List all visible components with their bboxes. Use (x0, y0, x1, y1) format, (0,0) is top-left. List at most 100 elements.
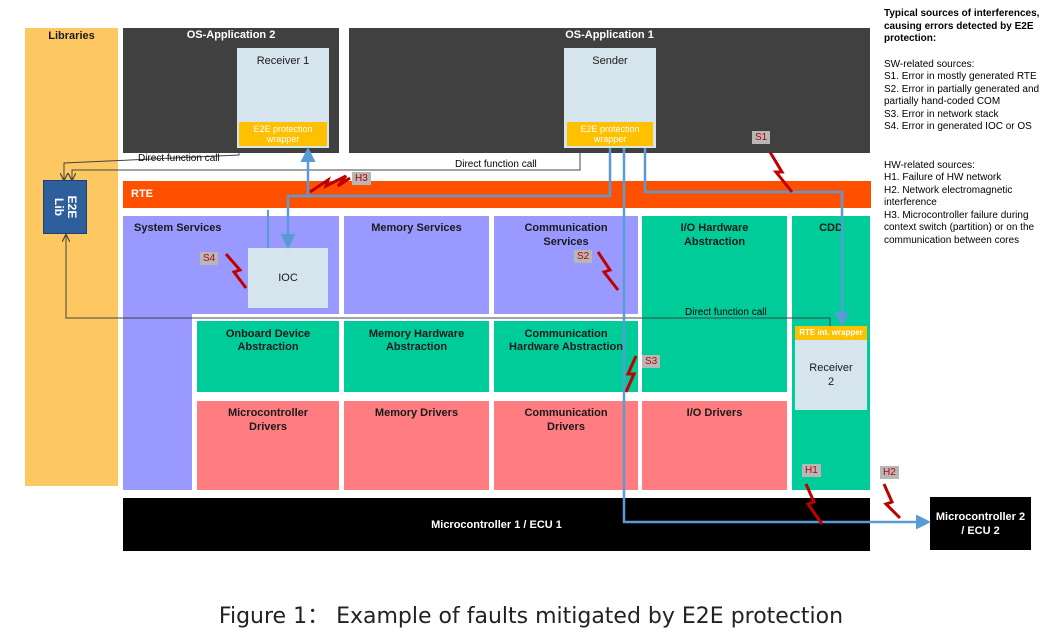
legend-title-line1: Typical sources of interferences, (884, 8, 1040, 19)
communication-services-line1: Communication (524, 222, 608, 234)
memory-drivers-label: Memory Drivers (374, 407, 459, 419)
legend-sw-item: S3. Error in network stack (884, 108, 999, 120)
io-hw-abstraction-line1: I/O Hardware (680, 222, 749, 234)
legend-hw-item: H2. Network electromagnetic (884, 184, 1013, 196)
path-to-ioc (280, 194, 308, 249)
io-hardware-abstraction: I/O Hardware Abstraction (642, 216, 787, 392)
path-sender-ioc-receiver1 (300, 147, 612, 198)
memory-drivers: Memory Drivers (344, 401, 489, 490)
mcu-drivers-line2: Drivers (249, 421, 287, 433)
fault-tag-h3: H3 (352, 172, 371, 185)
onboard-device-line1: Onboard Device (225, 328, 311, 340)
sender-label: Sender (592, 55, 628, 67)
onboard-device-abstraction: Onboard Device Abstraction (197, 321, 339, 392)
e2e-wrapper-receiver-1: E2E protection wrapper (239, 122, 327, 146)
legend-sw-item: S2. Error in partially generated and (884, 83, 1040, 95)
e2e-wrapper-line1: E2E protection (580, 124, 640, 134)
path-sender-receiver2 (643, 148, 850, 327)
rte-int-wrapper: RTE int. wrapper (795, 326, 867, 340)
fault-tag-s1: S1 (752, 131, 771, 144)
mcu-drivers-line1: Microcontroller (227, 407, 309, 419)
memory-services: Memory Services (344, 216, 489, 314)
libraries-block: Libraries (25, 28, 118, 486)
io-drivers-label: I/O Drivers (686, 407, 743, 419)
direct-call-note-3: Direct function call (685, 307, 767, 318)
cdd-label: CDD (819, 222, 843, 234)
fault-tag-h2: H2 (880, 466, 899, 479)
legend-sw-item: S4. Error in generated IOC or OS (884, 121, 1032, 132)
e2e-lib: E2E Lib (43, 180, 87, 234)
microcontroller-drivers: Microcontroller Drivers (197, 401, 339, 490)
legend-hw-item: context switch (partition) or on the (884, 222, 1035, 233)
lightning-s1 (768, 151, 794, 193)
fault-tag-s3: S3 (642, 355, 661, 368)
fault-tag-h1: H1 (802, 464, 821, 477)
legend-hw-item: H3. Microcontroller failure during (884, 209, 1029, 221)
mcu2-line1: Microcontroller 2 (935, 511, 1026, 523)
ioc-label: IOC (278, 272, 298, 284)
microcontroller-1: Microcontroller 1 / ECU 1 (123, 498, 870, 551)
system-services-label: System Services (134, 222, 222, 234)
comm-hw-line2: Hardware Abstraction (509, 341, 623, 353)
memory-services-label: Memory Services (371, 222, 462, 234)
legend-hw-item: communication between cores (884, 234, 1020, 246)
lightning-s2 (596, 251, 620, 291)
lightning-s3 (624, 355, 638, 393)
memory-hw-line2: Abstraction (385, 341, 448, 353)
microcontroller-2: Microcontroller 2 / ECU 2 (930, 497, 1031, 550)
receiver-1-label: Receiver 1 (256, 55, 310, 67)
receiver-2-line1: Receiver (809, 362, 853, 374)
legend-title-line2: causing errors detected by E2E (884, 20, 1034, 32)
e2e-wrapper-sender: E2E protection wrapper (567, 122, 653, 146)
legend: Typical sources of interferences, causin… (884, 8, 1062, 247)
io-hw-abstraction-line2: Abstraction (683, 236, 746, 248)
io-drivers: I/O Drivers (642, 401, 787, 490)
communication-services-line2: Services (543, 236, 589, 248)
mcu1-label: Microcontroller 1 / ECU 1 (431, 519, 562, 531)
lightning-h1 (804, 483, 824, 525)
fault-tag-s2: S2 (574, 250, 593, 263)
e2e-wrapper-line1: E2E protection (253, 124, 313, 134)
communication-hardware-abstraction: Communication Hardware Abstraction (494, 321, 638, 392)
direct-call-line-cdd (66, 235, 831, 326)
legend-hw-heading: HW-related sources: (884, 159, 975, 171)
libraries-label: Libraries (48, 30, 95, 42)
legend-hw-item: H1. Failure of HW network (884, 172, 1002, 183)
direct-call-note-2: Direct function call (455, 159, 537, 170)
legend-title-line3: protection: (884, 33, 937, 44)
ioc: IOC (248, 248, 328, 308)
os-application-2-label: OS-Application 2 (186, 29, 276, 41)
rte-int-wrapper-label: RTE int. wrapper (799, 328, 863, 337)
memory-hardware-abstraction: Memory Hardware Abstraction (344, 321, 489, 392)
receiver-2: Receiver 2 (795, 326, 867, 410)
mcu2-line2: / ECU 2 (961, 525, 1000, 537)
os-application-1-label: OS-Application 1 (565, 29, 654, 41)
comm-hw-line1: Communication (524, 328, 608, 340)
rte-bar: RTE (123, 181, 871, 208)
comm-drivers-line2: Drivers (547, 421, 585, 433)
fault-tag-s4: S4 (200, 252, 219, 265)
direct-call-note-1: Direct function call (138, 153, 220, 164)
communication-services: Communication Services (494, 216, 638, 314)
legend-sw-heading: SW-related sources: (884, 58, 975, 70)
comm-drivers-line1: Communication (524, 407, 608, 419)
e2e-wrapper-line2: wrapper (593, 134, 627, 144)
legend-sw-item: S1. Error in mostly generated RTE (884, 71, 1037, 82)
lightning-s4 (224, 253, 248, 289)
system-services-column (123, 314, 192, 490)
figure-caption: Figure 1： Example of faults mitigated by… (218, 604, 844, 629)
direct-call-line-receiver1 (64, 148, 240, 180)
legend-sw-item: partially hand-coded COM (884, 96, 1001, 107)
lightning-h3 (309, 174, 351, 194)
e2e-wrapper-line2: wrapper (266, 134, 300, 144)
rte-label: RTE (131, 188, 153, 200)
memory-hw-line1: Memory Hardware (368, 328, 465, 340)
receiver-2-line2: 2 (827, 376, 835, 388)
direct-call-line-sender (72, 148, 581, 180)
path-sender-ecu2 (622, 148, 931, 530)
onboard-device-line2: Abstraction (237, 341, 299, 353)
communication-drivers: Communication Drivers (494, 401, 638, 490)
legend-hw-item: interference (884, 197, 937, 208)
lightning-h2 (882, 483, 902, 520)
